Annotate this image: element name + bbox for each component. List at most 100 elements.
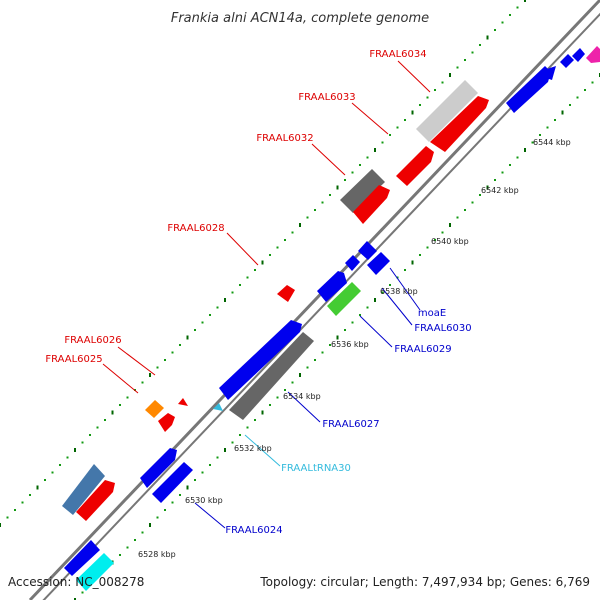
label-fraal6032[interactable]: FRAAL6032 — [256, 133, 313, 144]
lower-guide-dot — [216, 456, 219, 459]
gene-moae[interactable] — [367, 252, 390, 275]
lower-guide-dot — [366, 306, 369, 309]
gene-blue-top-2[interactable] — [560, 54, 574, 68]
gene-fraal6032[interactable] — [340, 169, 385, 213]
gene-fraaltrna30[interactable] — [213, 403, 223, 411]
upper-guide-dot — [156, 366, 159, 369]
lower-guide-dot — [561, 110, 564, 115]
label-fraal6029[interactable]: FRAAL6029 — [394, 344, 451, 355]
upper-guide-dot — [126, 396, 129, 399]
gene-fraal6033-b[interactable] — [396, 146, 434, 186]
lower-guide-dot — [471, 201, 474, 204]
label-fraal6034[interactable]: FRAAL6034 — [369, 49, 426, 60]
lower-guide-dot — [584, 89, 586, 91]
gene-red-left[interactable] — [76, 480, 115, 521]
lower-guide-dot — [224, 448, 226, 452]
upper-guide-dot — [81, 441, 84, 444]
upper-guide-dot — [36, 485, 39, 490]
lower-guide-dot — [74, 598, 76, 600]
gene-fraal6034[interactable] — [416, 80, 478, 142]
lower-guide-dot — [456, 216, 459, 219]
accession-text: Accession: NC_008278 — [8, 575, 144, 589]
label-fraal6024[interactable]: FRAAL6024 — [225, 525, 282, 536]
lower-guide-dot — [434, 239, 436, 241]
upper-guide-dot — [149, 373, 151, 377]
upper-guide-dot — [51, 471, 54, 474]
upper-guide-dot — [186, 335, 189, 340]
upper-guide-dot — [291, 231, 294, 234]
upper-guide-dot — [419, 104, 421, 106]
upper-guide-dot — [441, 81, 444, 84]
label-fraal6028[interactable]: FRAAL6028 — [167, 223, 224, 234]
lower-guide-dot — [359, 314, 361, 316]
lower-guide-dot — [269, 404, 271, 406]
gene-fraal6032-b[interactable] — [353, 185, 390, 224]
upper-guide-dot — [449, 73, 451, 77]
lower-guide-dot — [389, 284, 391, 286]
upper-guide-dot — [231, 291, 234, 294]
gene-blue-moae-2[interactable] — [345, 255, 360, 271]
upper-guide-dot — [336, 185, 339, 190]
lower-guide-dot — [119, 554, 121, 556]
gene-steel-left[interactable] — [62, 464, 105, 515]
gene-blue-top-1[interactable] — [572, 48, 585, 62]
upper-guide-dot — [209, 314, 211, 316]
lower-guide-dot — [186, 485, 189, 490]
upper-dotted-guide — [0, 0, 526, 527]
gene-cyan-bottom[interactable] — [76, 553, 114, 591]
label-fraal6030[interactable]: FRAAL6030 — [414, 323, 471, 334]
label-fraal6033[interactable]: FRAAL6033 — [298, 92, 355, 103]
lower-guide-dot — [329, 344, 331, 346]
label-fraal6025[interactable]: FRAAL6025 — [45, 354, 102, 365]
gene-fraal6029[interactable] — [327, 282, 361, 316]
gene-fraal6024-2[interactable] — [152, 462, 193, 503]
lower-guide-dot — [299, 373, 301, 377]
lower-guide-dot — [576, 96, 579, 99]
upper-guide-dot — [479, 44, 481, 46]
gene-fraal6024-1[interactable] — [140, 448, 177, 488]
gene-fraal6028[interactable] — [277, 285, 295, 302]
gene-blue-moae-1[interactable] — [358, 241, 377, 260]
upper-guide-dot — [329, 194, 331, 196]
gene-fraal6027-blue[interactable] — [219, 320, 302, 400]
label-moae[interactable]: moaE — [418, 308, 446, 319]
upper-guide-dot — [119, 404, 121, 406]
label-fraal6026[interactable]: FRAAL6026 — [64, 335, 121, 346]
gene-fraal6030[interactable] — [317, 271, 347, 302]
lower-guide-dot — [276, 396, 279, 399]
upper-guide-dot — [59, 464, 61, 466]
upper-guide-dot — [276, 246, 279, 249]
gene-fraal6025[interactable] — [158, 413, 175, 432]
lower-guide-dot — [404, 269, 406, 271]
upper-guide-dot — [246, 276, 249, 279]
label-fraaltrna30[interactable]: FRAALtRNA30 — [281, 463, 351, 474]
gene-fraal6033[interactable] — [430, 96, 489, 152]
lower-guide-dot — [336, 335, 339, 340]
label-fraal6027[interactable]: FRAAL6027 — [322, 419, 379, 430]
gene-blue-bottom[interactable] — [64, 540, 100, 576]
upper-guide-dot — [254, 269, 256, 271]
kbp-6528: 6528 kbp — [138, 550, 176, 559]
upper-guide-dot — [486, 35, 489, 40]
upper-guide-dot — [396, 126, 399, 129]
gene-red-small[interactable] — [178, 398, 188, 406]
kbp-6534: 6534 kbp — [283, 392, 321, 401]
gene-blue-upper-long[interactable] — [506, 66, 551, 113]
lower-guide-dot — [291, 381, 294, 384]
kbp-6540: 6540 kbp — [431, 237, 469, 246]
lower-guide-dot — [141, 531, 144, 534]
lower-guide-dot — [134, 539, 136, 541]
lower-guide-dot — [501, 171, 504, 174]
kbp-6544: 6544 kbp — [533, 138, 571, 147]
upper-guide-dot — [111, 410, 114, 415]
lower-guide-dot — [381, 291, 384, 294]
gene-fraal6026[interactable] — [145, 400, 164, 418]
lower-guide-dot — [254, 419, 256, 421]
gene-pink[interactable] — [586, 46, 600, 63]
kbp-6530: 6530 kbp — [185, 496, 223, 505]
gene-features — [62, 46, 600, 591]
lower-guide-dot — [209, 464, 211, 466]
upper-guide-dot — [389, 134, 391, 136]
gene-fraal6027-gray[interactable] — [229, 332, 314, 420]
